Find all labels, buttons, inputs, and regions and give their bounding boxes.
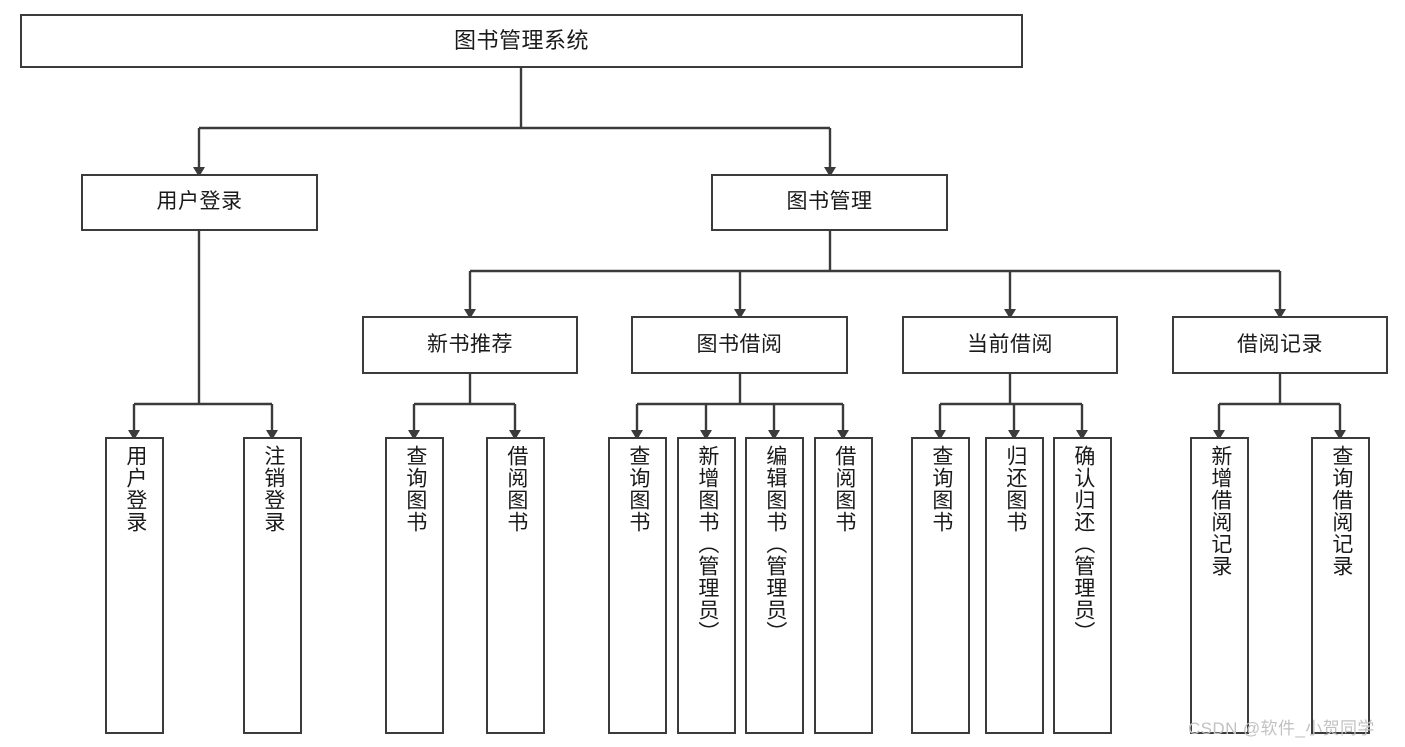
node-root-label: 图书管理系统	[453, 28, 589, 54]
node-new-book-recommend-label: 新书推荐	[427, 332, 513, 356]
node-leaf-edit-book[interactable]: 编辑图书（管理员）	[745, 437, 804, 734]
node-leaf-confirm-return[interactable]: 确认归还（管理员）	[1053, 437, 1112, 734]
node-leaf-edit-book-label: 编辑图书（管理员）	[763, 445, 787, 643]
node-leaf-query-borrow-record[interactable]: 查询借阅记录	[1311, 437, 1370, 734]
node-leaf-query-book-3[interactable]: 查询图书	[911, 437, 970, 734]
node-leaf-query-book-3-label: 查询图书	[929, 445, 953, 533]
node-book-borrow-label: 图书借阅	[696, 332, 783, 356]
node-leaf-borrow-book-2-label: 借阅图书	[832, 445, 856, 533]
node-book-borrow[interactable]: 图书借阅	[631, 316, 848, 374]
node-leaf-user-login[interactable]: 用户登录	[105, 437, 164, 734]
node-leaf-borrow-book-2[interactable]: 借阅图书	[814, 437, 873, 734]
node-leaf-user-login-label: 用户登录	[123, 445, 147, 533]
node-current-borrow[interactable]: 当前借阅	[902, 316, 1118, 374]
node-leaf-add-book-label: 新增图书（管理员）	[695, 445, 719, 643]
node-leaf-logout-login[interactable]: 注销登录	[243, 437, 302, 734]
node-borrow-record-label: 借阅记录	[1237, 332, 1323, 356]
node-leaf-query-book-1[interactable]: 查询图书	[385, 437, 444, 734]
node-leaf-confirm-return-label: 确认归还（管理员）	[1071, 445, 1095, 643]
node-book-manage[interactable]: 图书管理	[711, 174, 948, 231]
node-leaf-add-borrow-record-label: 新增借阅记录	[1208, 445, 1232, 577]
node-leaf-query-book-1-label: 查询图书	[403, 445, 427, 533]
node-leaf-query-book-2[interactable]: 查询图书	[608, 437, 667, 734]
node-user-login[interactable]: 用户登录	[81, 174, 318, 231]
node-book-manage-label: 图书管理	[786, 190, 873, 214]
node-user-login-label: 用户登录	[156, 190, 243, 214]
node-leaf-query-borrow-record-label: 查询借阅记录	[1329, 445, 1353, 577]
node-root[interactable]: 图书管理系统	[20, 14, 1023, 68]
node-current-borrow-label: 当前借阅	[967, 332, 1053, 356]
csdn-watermark: CSDN @软件_小贺同学	[1188, 719, 1375, 738]
node-borrow-record[interactable]: 借阅记录	[1172, 316, 1388, 374]
node-leaf-borrow-book-1-label: 借阅图书	[504, 445, 528, 533]
node-leaf-logout-login-label: 注销登录	[261, 445, 285, 533]
node-leaf-return-book[interactable]: 归还图书	[985, 437, 1044, 734]
node-leaf-return-book-label: 归还图书	[1003, 445, 1027, 533]
node-leaf-query-book-2-label: 查询图书	[626, 445, 650, 533]
node-leaf-add-borrow-record[interactable]: 新增借阅记录	[1190, 437, 1249, 734]
node-leaf-add-book[interactable]: 新增图书（管理员）	[677, 437, 736, 734]
node-leaf-borrow-book-1[interactable]: 借阅图书	[486, 437, 545, 734]
node-new-book-recommend[interactable]: 新书推荐	[362, 316, 578, 374]
